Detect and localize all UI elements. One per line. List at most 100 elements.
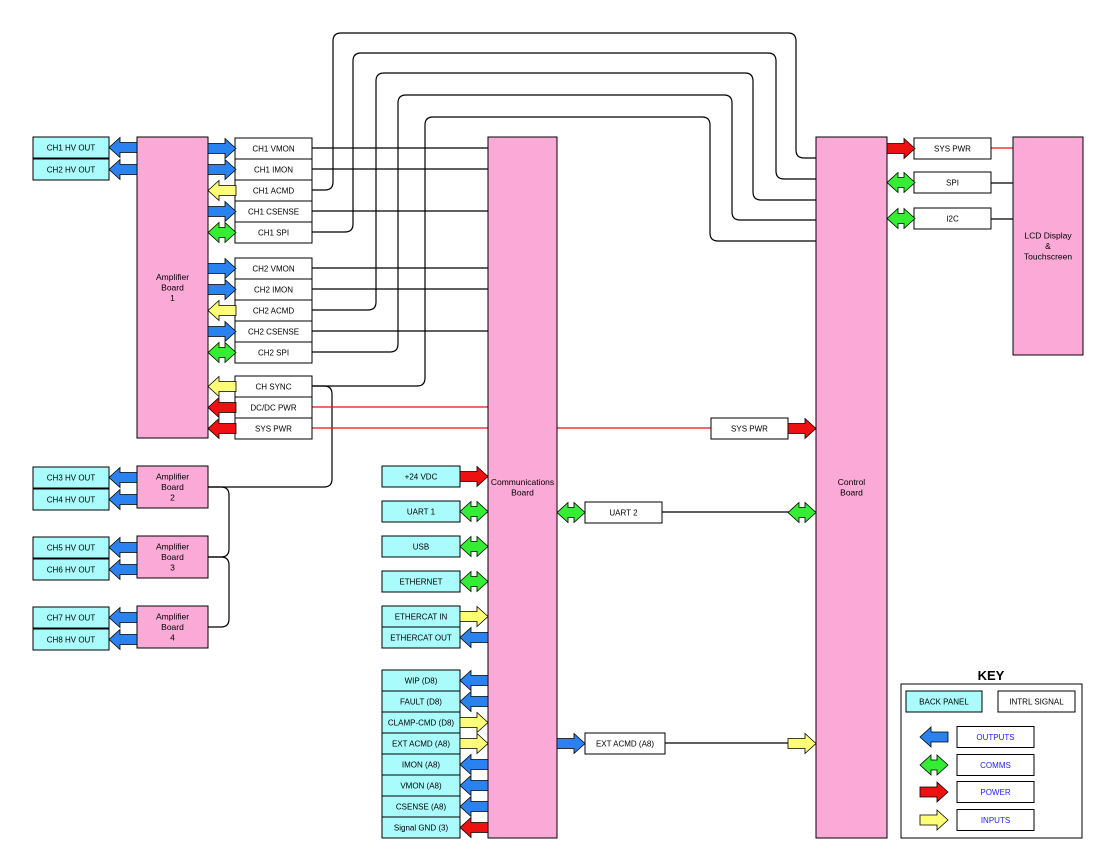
amplifier-board-2-rect: [136, 465, 209, 509]
ch2-imon-signal: CH2 IMON: [234, 278, 313, 301]
ch1-spi-comms-arrow: [207, 221, 237, 244]
ch1-csense-signal-label: CH1 CSENSE: [248, 207, 299, 216]
ch1-hv-out-output-arrow: [108, 136, 138, 159]
legend-comms-label: COMMS: [980, 761, 1011, 770]
ch4-hv-out-connector-label: CH4 HV OUT: [47, 495, 96, 504]
legend-inputs-arrow: [919, 809, 949, 831]
spi-comms-arrow: [886, 171, 916, 194]
legend-intrl-signal: INTRL SIGNAL: [997, 690, 1076, 713]
ch1-imon-output-arrow: [207, 158, 237, 181]
imon-output-arrow: [459, 753, 489, 776]
ch1-vmon-output-arrow: [207, 137, 237, 160]
ch-sync-signal-label: CH SYNC: [255, 382, 291, 391]
ch2-acmd-signal: CH2 ACMD: [234, 299, 313, 322]
ch1-acmd-signal: CH1 ACMD: [234, 179, 313, 202]
uart1-connector-label: UART 1: [407, 507, 436, 516]
ethernet-connector-label: ETHERNET: [399, 577, 442, 586]
ch7-hv-out-connector: CH7 HV OUT: [32, 606, 110, 629]
sys-pwr-amp-power-arrow: [207, 417, 237, 440]
ethercat-in-connector-label: ETHERCAT IN: [395, 612, 448, 621]
ethernet-comms-arrow: [459, 570, 489, 593]
usb-comms-arrow: [459, 535, 489, 558]
ch-sync-input-arrow: [207, 375, 237, 398]
sys-pwr-mid-signal-label: SYS PWR: [731, 424, 768, 433]
signal-gnd-power-arrow: [459, 816, 489, 839]
dcdc-pwr-signal-label: DC/DC PWR: [250, 403, 296, 412]
csense-output-arrow: [459, 795, 489, 818]
spi-signal: SPI: [913, 171, 992, 194]
ext-acmd-int-signal: EXT ACMD (A8): [584, 732, 666, 755]
ch1-acmd-signal-label: CH1 ACMD: [253, 186, 295, 195]
vdc24-power-arrow: [459, 465, 489, 488]
ch2-csense-signal-label: CH2 CSENSE: [248, 327, 299, 336]
imon-connector: IMON (A8): [381, 753, 461, 776]
vmon-output-arrow: [459, 774, 489, 797]
ch6-hv-out-connector: CH6 HV OUT: [32, 558, 110, 581]
imon-connector-label: IMON (A8): [402, 760, 441, 769]
wire-ch-sync: [312, 116, 816, 387]
ch1-vmon-signal-label: CH1 VMON: [252, 144, 294, 153]
sys-pwr-lcd-power-arrow: [886, 137, 916, 160]
ch5-hv-out-output-arrow: [108, 536, 138, 559]
sys-pwr-mid-signal: SYS PWR: [710, 417, 789, 440]
legend-back-panel-label: BACK PANEL: [919, 697, 969, 706]
wip-connector: WIP (D8): [381, 669, 461, 692]
communications-board-rect: [487, 136, 558, 839]
spi-signal-label: SPI: [946, 178, 959, 187]
legend-outputs-arrow: [919, 726, 949, 748]
usb-connector-label: USB: [413, 542, 429, 551]
ch2-csense-signal: CH2 CSENSE: [234, 320, 313, 343]
ch1-acmd-input-arrow: [207, 179, 237, 202]
ethercat-out-connector-label: ETHERCAT OUT: [390, 633, 452, 642]
ch1-hv-out-connector-label: CH1 HV OUT: [47, 143, 96, 152]
uart1-comms-arrow: [459, 500, 489, 523]
uart1-connector: UART 1: [381, 500, 461, 523]
ch4-hv-out-connector: CH4 HV OUT: [32, 488, 110, 511]
amplifier-board-4-rect: [136, 605, 209, 649]
wip-connector-label: WIP (D8): [405, 676, 438, 685]
amplifier-board-3-rect: [136, 535, 209, 579]
uart-2-comms-arrow-left: [556, 501, 586, 524]
ch7-hv-out-connector-label: CH7 HV OUT: [47, 613, 96, 622]
clamp-cmd-input-arrow: [459, 711, 489, 734]
lcd-display-label: LCD Display&Touchscreen: [1024, 230, 1072, 261]
lcd-display: LCD Display&Touchscreen: [1012, 136, 1084, 356]
ethercat-out-output-arrow: [459, 626, 489, 649]
wire-amp3-amp4: [207, 556, 230, 628]
ch8-hv-out-output-arrow: [108, 628, 138, 651]
ch1-spi-signal: CH1 SPI: [234, 221, 313, 244]
ch1-csense-signal: CH1 CSENSE: [234, 200, 313, 223]
legend-power-arrow: [919, 781, 949, 803]
wire-ch1-spi: [312, 52, 816, 233]
ch3-hv-out-connector: CH3 HV OUT: [32, 466, 110, 489]
ch2-acmd-input-arrow: [207, 299, 237, 322]
amplifier-board-1-rect: [136, 136, 209, 439]
sys-pwr-lcd-signal-label: SYS PWR: [934, 144, 971, 153]
vdc24-connector-label: +24 VDC: [405, 472, 438, 481]
ext-acmd-int-signal-label: EXT ACMD (A8): [596, 739, 654, 748]
wip-output-arrow: [459, 669, 489, 692]
ethernet-connector: ETHERNET: [381, 570, 461, 593]
vmon-connector: VMON (A8): [381, 774, 461, 797]
clamp-cmd-connector-label: CLAMP-CMD (D8): [388, 718, 455, 727]
ethercat-in-input-arrow: [459, 605, 489, 628]
legend-intrl-signal-rect: [997, 690, 1076, 713]
ch1-imon-signal-label: CH1 IMON: [254, 165, 293, 174]
vmon-connector-label: VMON (A8): [400, 781, 442, 790]
ch1-vmon-signal: CH1 VMON: [234, 137, 313, 160]
dcdc-pwr-power-arrow: [207, 396, 237, 419]
ch8-hv-out-connector: CH8 HV OUT: [32, 628, 110, 651]
legend-power: POWER: [956, 781, 1035, 803]
connection-lines: [207, 32, 1013, 744]
wire-ch2-acmd: [312, 72, 816, 311]
ch2-spi-signal-label: CH2 SPI: [258, 348, 289, 357]
legend-title: KEY: [978, 668, 1005, 683]
wire-ch2-spi: [312, 94, 816, 353]
usb-connector: USB: [381, 535, 461, 558]
